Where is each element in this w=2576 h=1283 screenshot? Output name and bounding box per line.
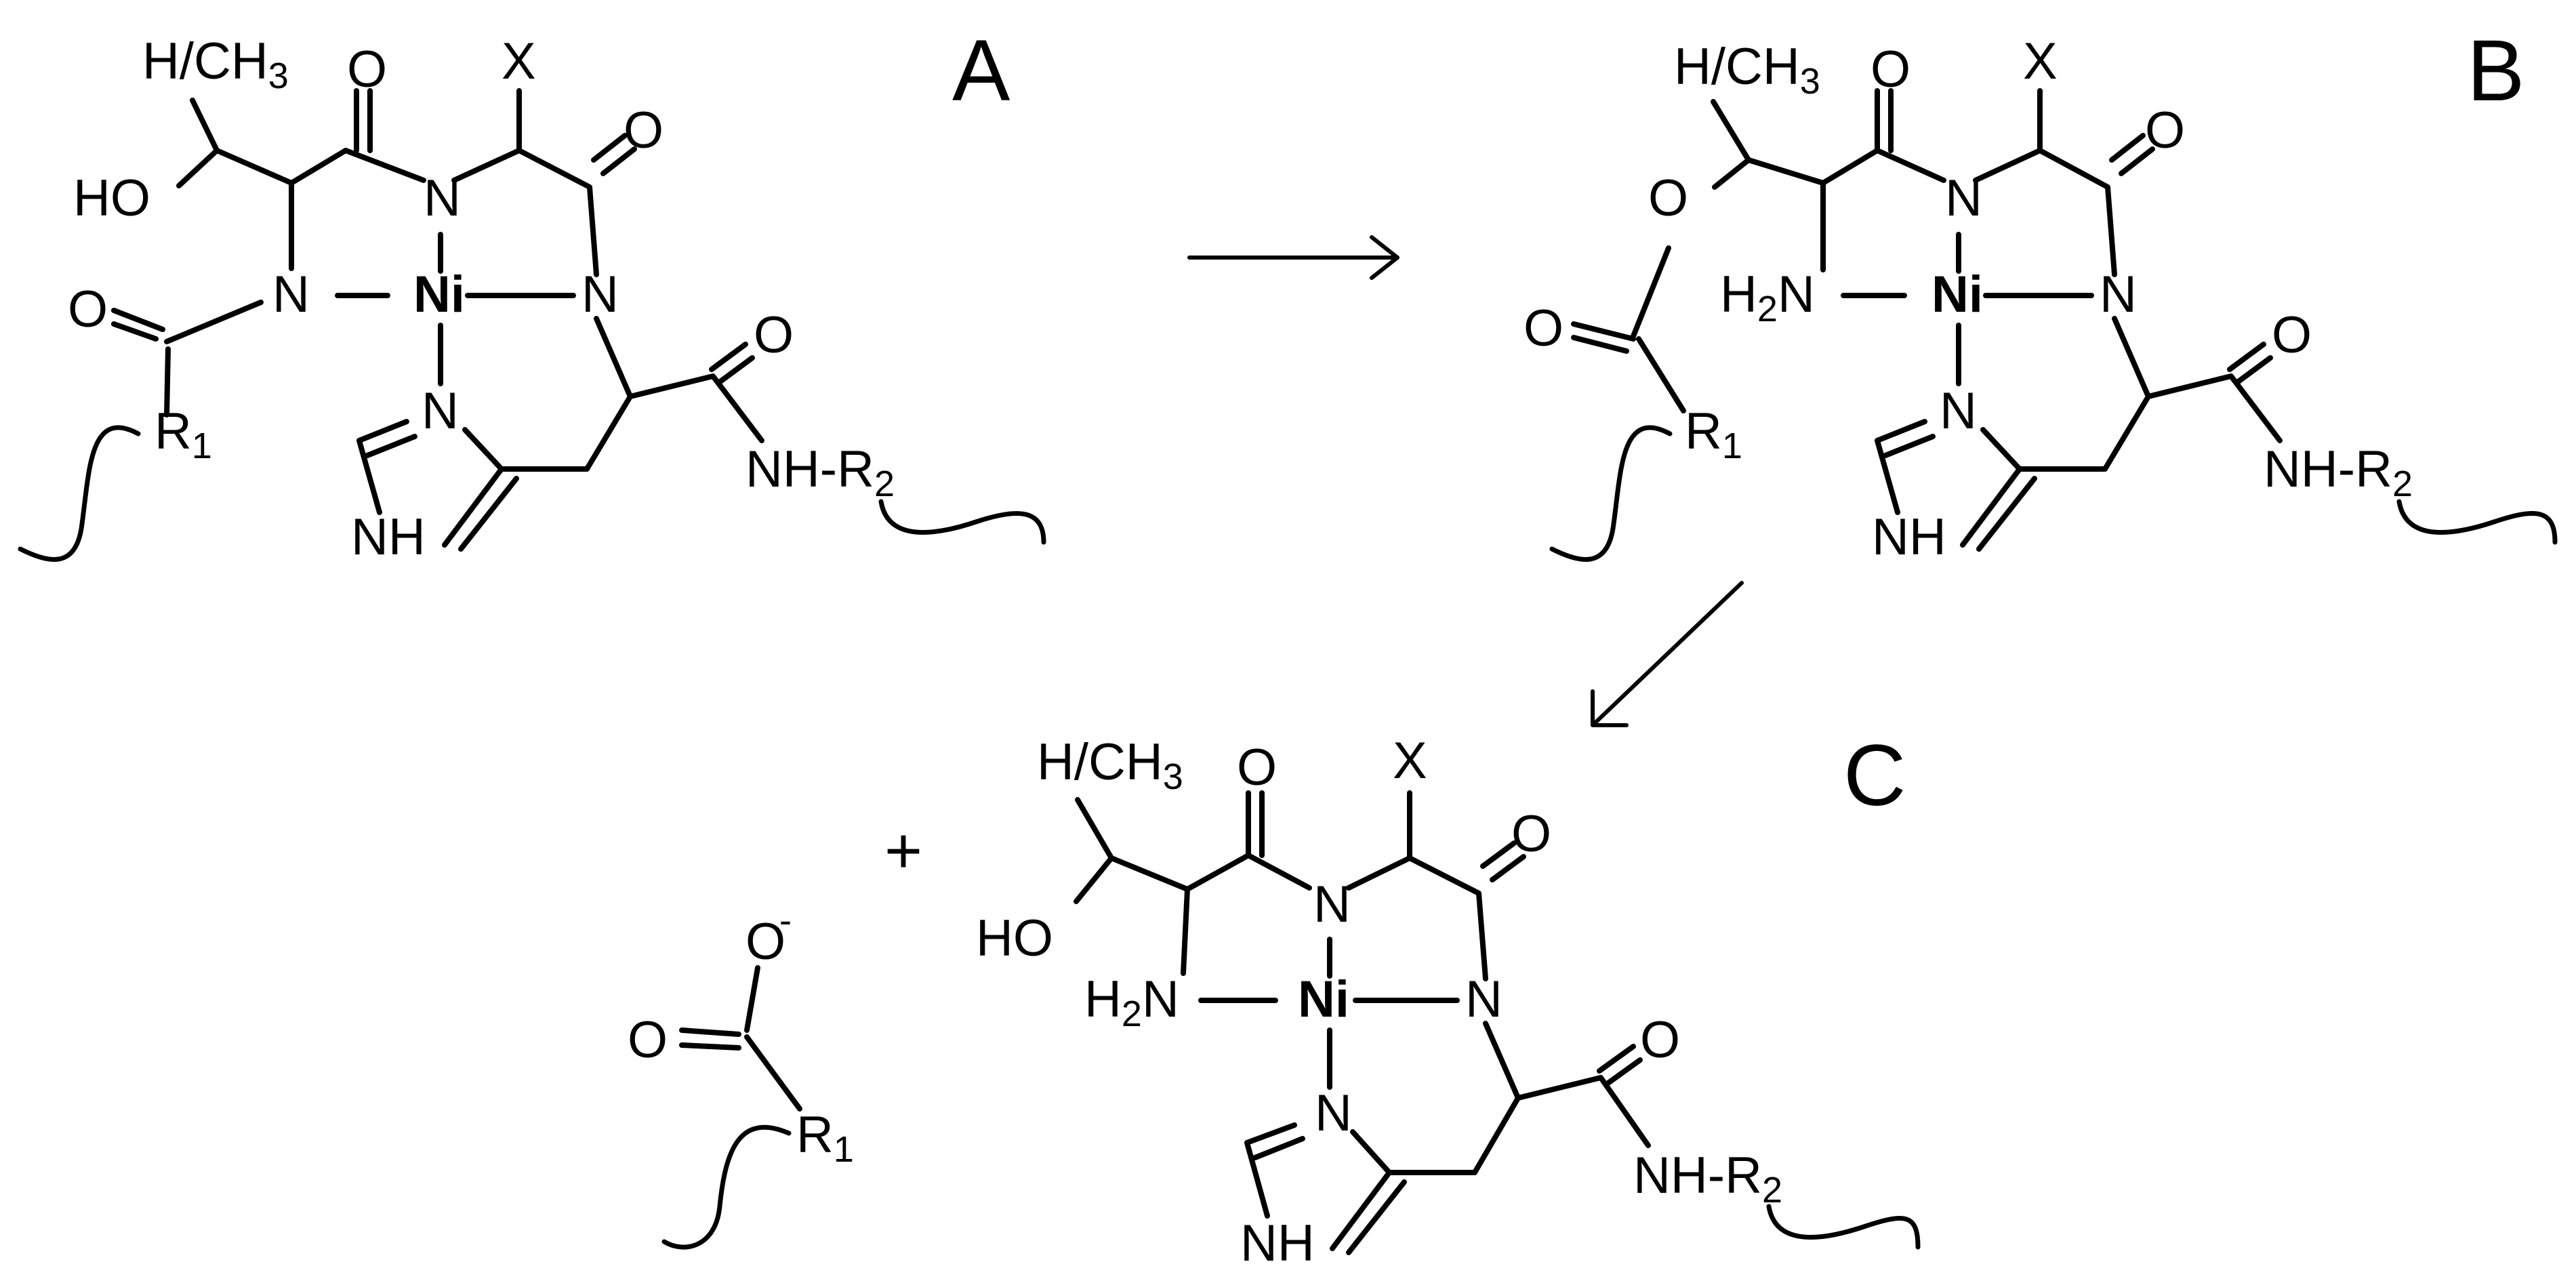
negative-charge: - [779, 900, 792, 941]
x-label: X [1393, 732, 1427, 790]
nickel-label: Ni [1931, 266, 1983, 323]
reaction-arrow-right [1187, 235, 1399, 280]
nh-r2-label: NH-R2 [2264, 441, 2413, 504]
h-ch3-label: H/CH3 [142, 33, 289, 96]
backbone-wave [18, 425, 141, 562]
nh-r2-label: NH-R2 [1633, 1147, 1782, 1210]
oxygen-label: O [1524, 300, 1563, 357]
amide-bond-highlight [164, 300, 264, 344]
nh-label: NH [351, 508, 426, 566]
nh-label: NH [1240, 1215, 1315, 1272]
oxygen-label: O [1511, 805, 1551, 863]
bond [679, 965, 802, 1112]
backbone-wave [878, 499, 1046, 545]
panel-label-a: A [952, 22, 1010, 119]
nh-r2-label: NH-R2 [745, 441, 895, 504]
ester-bond-highlight [1631, 245, 1671, 339]
carboxylate-fragment: O - O R1 [628, 900, 854, 1250]
nitrogen-label: N [272, 266, 310, 323]
bond [1074, 790, 1651, 1255]
backbone-wave [1549, 425, 1673, 562]
nitrogen-label: N [2100, 266, 2137, 323]
nitrogen-label: N [1940, 382, 1977, 440]
oxygen-label: O [1640, 1011, 1680, 1069]
x-label: X [502, 33, 536, 90]
oxygen-label: O [754, 306, 794, 364]
bond [111, 88, 764, 552]
molecule-c: C + O - O R1 H/CH3 O X O HO N H2N Ni N O… [628, 727, 1921, 1272]
oxygen-label: O [628, 1011, 668, 1069]
r1-label: R1 [155, 403, 212, 466]
molecule-b: B H/CH3 O X O O N H2N Ni N O O N R1 NH-R… [1524, 22, 2558, 566]
panel-label-c: C [1843, 727, 1906, 824]
backbone-wave [2396, 499, 2558, 545]
ho-label: HO [73, 169, 150, 227]
h-ch3-label: H/CH3 [1037, 733, 1183, 797]
oxygen-label: O [2272, 306, 2312, 364]
h2n-label: H2N [1084, 971, 1179, 1034]
molecule-a: A H/CH3 O X O HO N O N Ni N O N R1 NH-R2… [18, 22, 1046, 566]
oxygen-label: O [745, 913, 785, 971]
nitrogen-label: N [581, 266, 619, 323]
nh-label: NH [1872, 508, 1946, 566]
nitrogen-label: N [1315, 1084, 1352, 1142]
h-ch3-label: H/CH3 [1674, 38, 1820, 102]
backbone-wave [1766, 1204, 1921, 1250]
oxygen-label: O [347, 41, 387, 98]
oxygen-label: O [1648, 169, 1688, 227]
oxygen-label: O [68, 281, 108, 338]
backbone-wave [661, 1124, 792, 1250]
r1-label: R1 [1685, 403, 1742, 466]
ho-label: HO [976, 910, 1053, 967]
nitrogen-label: N [1313, 876, 1351, 933]
oxygen-label: O [1237, 739, 1277, 796]
plus-sign: + [884, 815, 922, 887]
bond [1571, 88, 2283, 552]
nickel-label: Ni [413, 266, 465, 323]
nitrogen-label: N [422, 382, 459, 440]
reaction-arrow-down-left [1591, 581, 1744, 727]
r1-label: R1 [796, 1106, 854, 1170]
nickel-label: Ni [1298, 971, 1349, 1028]
x-label: X [2023, 33, 2058, 90]
h2n-label: H2N [1720, 266, 1815, 329]
panel-label-b: B [2467, 22, 2524, 119]
peptide-complex: H/CH3 O X O HO N H2N Ni N O N NH-R2 NH [976, 732, 1921, 1272]
